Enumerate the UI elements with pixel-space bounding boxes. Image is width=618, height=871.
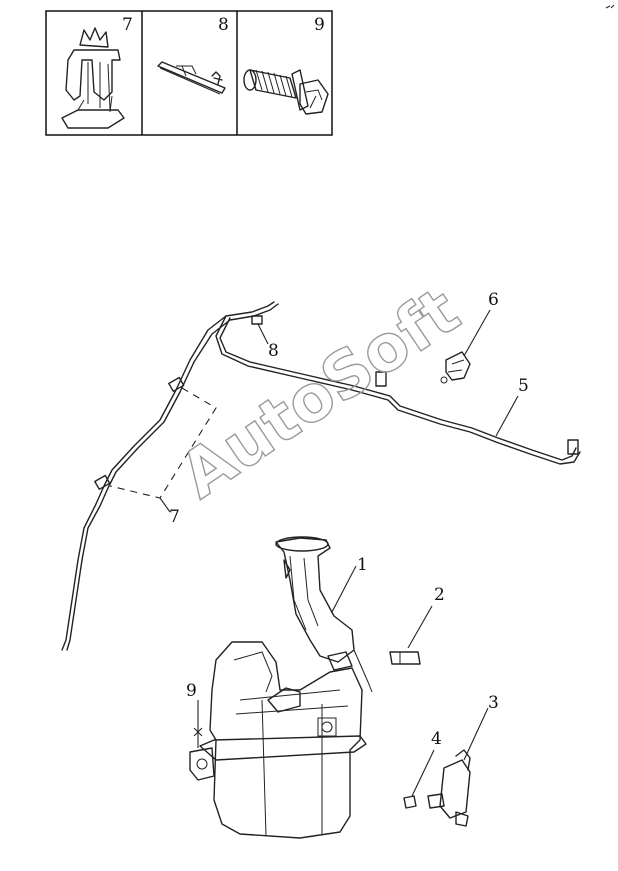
watermark: AutoSoft [168, 274, 473, 513]
bolt-icon [243, 69, 329, 115]
callout-9: 9 [186, 681, 197, 701]
clip-icon [61, 27, 125, 129]
washer-hose-left [61, 301, 581, 651]
callout-8: 8 [268, 341, 279, 361]
washer-nozzle [440, 351, 471, 384]
legend-number-7: 7 [122, 15, 133, 35]
callout-3: 3 [488, 693, 499, 713]
callout-1: 1 [357, 555, 368, 575]
leader-lines [257, 309, 519, 797]
callout-7: 7 [169, 507, 180, 527]
callout-2: 2 [434, 585, 445, 605]
washer-reservoir [189, 536, 373, 839]
bracket-clip-icon [157, 61, 226, 95]
callout-4: 4 [431, 729, 442, 749]
callout-numbers: 1 2 3 4 5 6 7 8 9 [169, 290, 529, 749]
callout-5: 5 [518, 376, 529, 396]
callout-6: 6 [488, 290, 499, 310]
legend-number-8: 8 [218, 15, 229, 35]
cap-plug [389, 651, 421, 665]
washer-pump [427, 749, 471, 827]
fastener-legend: 7 8 9 [45, 10, 333, 136]
legend-number-9: 9 [314, 15, 325, 35]
grommet [403, 795, 417, 809]
